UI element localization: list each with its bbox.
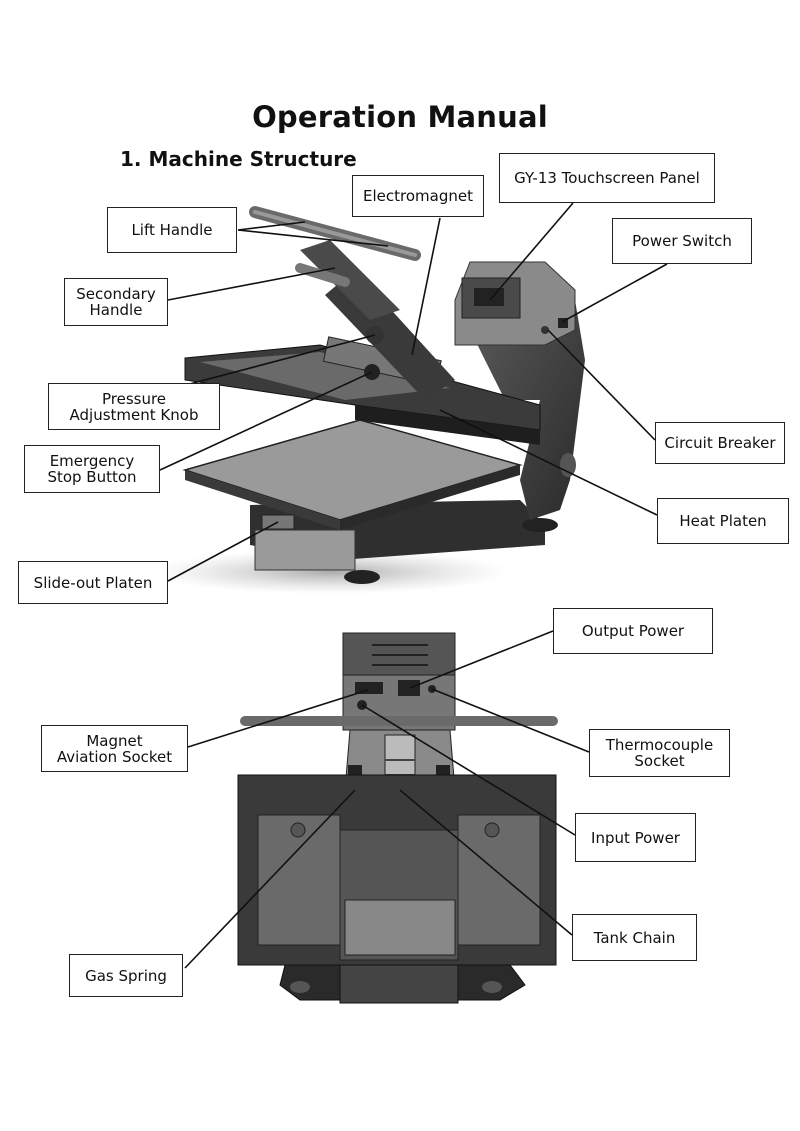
slide-out-tray (254, 529, 356, 571)
label-touchscreen-panel: GY-13 Touchscreen Panel (499, 153, 715, 203)
label-output-power: Output Power (553, 608, 713, 654)
foot (522, 518, 558, 532)
label-lift-handle: Lift Handle (107, 207, 237, 253)
label-tank-chain: Tank Chain (572, 914, 697, 961)
label-slide-out-platen: Slide-out Platen (18, 561, 168, 604)
label-heat-platen: Heat Platen (657, 498, 789, 544)
rear-wheel (560, 453, 576, 477)
label-gas-spring: Gas Spring (69, 954, 183, 997)
page-title: Operation Manual (252, 100, 548, 134)
label-thermocouple-socket: Thermocouple Socket (589, 729, 730, 777)
heat-press-side-view (150, 206, 585, 594)
secondary-handle-bar (295, 263, 350, 287)
label-secondary-handle: Secondary Handle (64, 278, 168, 326)
power-switch (558, 318, 568, 328)
label-electromagnet: Electromagnet (352, 175, 484, 217)
label-pressure-knob: Pressure Adjustment Knob (48, 383, 220, 430)
label-circuit-breaker: Circuit Breaker (655, 422, 785, 464)
label-magnet-aviation-socket: Magnet Aviation Socket (41, 725, 188, 772)
label-emergency-stop: Emergency Stop Button (24, 445, 160, 493)
magnet-socket-plug (355, 682, 383, 694)
rear-column (470, 300, 585, 520)
leader-lines (159, 202, 668, 969)
output-power-plug (398, 680, 420, 696)
circuit-breaker (541, 326, 549, 334)
section-heading: 1. Machine Structure (120, 147, 357, 171)
floor-shadow (150, 550, 510, 594)
foot (344, 570, 380, 584)
label-input-power: Input Power (575, 813, 696, 862)
label-power-switch: Power Switch (612, 218, 752, 264)
lower-platen-edge-left (185, 470, 340, 530)
secondary-arm (300, 240, 400, 320)
lower-platen-edge-right (340, 465, 520, 530)
screen (474, 288, 504, 306)
heat-press-rear-view (237, 632, 558, 1004)
